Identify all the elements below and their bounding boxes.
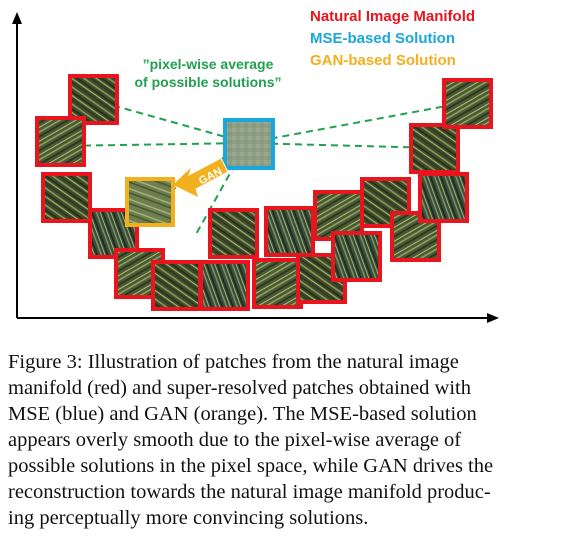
caption-line: Figure 3: Illustration of patches from t… xyxy=(8,351,459,373)
illustration-figure: GAN xyxy=(12,12,499,323)
manifold-patch xyxy=(409,123,460,174)
manifold-patch xyxy=(151,260,202,311)
pixel-average-annotation: ”pixel-wise average of possible solution… xyxy=(108,55,308,91)
manifold-patch xyxy=(41,172,92,223)
manifold-patch xyxy=(360,177,411,228)
caption-line: MSE (blue) and GAN (orange). The MSE-bas… xyxy=(8,403,477,425)
manifold-patch xyxy=(208,208,259,259)
dash-line xyxy=(57,142,248,147)
y-axis-arrowhead xyxy=(12,12,22,24)
manifold-patch xyxy=(252,258,303,309)
manifold-patch xyxy=(264,206,315,257)
manifold-patch xyxy=(35,116,86,167)
legend-mse-solution: MSE-based Solution xyxy=(310,30,456,47)
manifold-patch xyxy=(331,231,382,282)
manifold-patch xyxy=(442,78,493,129)
legend-natural-manifold: Natural Image Manifold xyxy=(310,8,476,25)
natural-manifold-patches xyxy=(35,74,493,311)
x-axis-arrowhead xyxy=(487,313,499,323)
figure-caption: Figure 3: Illustration of patches from t… xyxy=(8,349,546,531)
caption-line: reconstruction towards the natural image… xyxy=(8,481,491,503)
gan-arrow-shape xyxy=(171,157,229,199)
gan-solution-patch xyxy=(125,177,175,227)
mse-solution-patch xyxy=(223,118,275,170)
axes xyxy=(12,12,499,323)
annotation-line: ”pixel-wise average xyxy=(142,56,274,72)
gan-arrow: GAN xyxy=(171,157,229,199)
manifold-patch xyxy=(418,172,469,223)
legend-gan-solution: GAN-based Solution xyxy=(310,52,456,69)
manifold-patch xyxy=(68,74,119,125)
dash-line xyxy=(246,142,437,149)
caption-line: ing perceptually more convincing solutio… xyxy=(8,507,369,529)
caption-line: possible solutions in the pixel space, w… xyxy=(8,455,494,477)
manifold-patch xyxy=(199,260,250,311)
caption-line: manifold (red) and super-resolved patche… xyxy=(8,377,471,399)
annotation-line: of possible solutions” xyxy=(134,74,282,90)
dash-line xyxy=(246,101,469,144)
dash-line xyxy=(93,99,248,144)
caption-line: appears overly smooth due to the pixel-w… xyxy=(8,429,462,451)
